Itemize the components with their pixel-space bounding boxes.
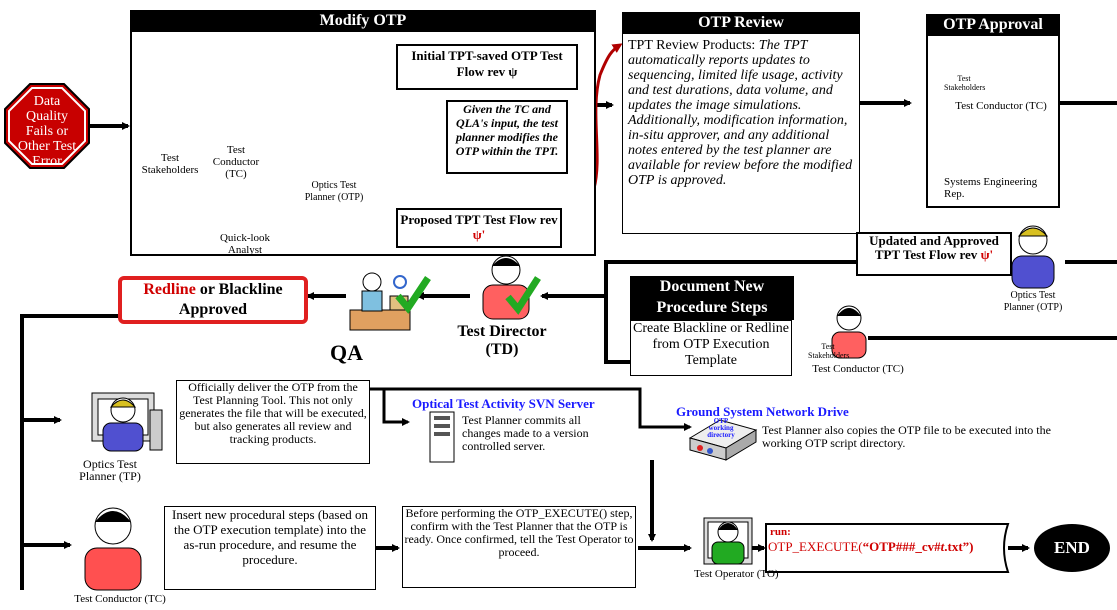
document-new-body: Create Blackline or Redline from OTP Exe… <box>630 320 792 376</box>
deliver-text: Officially deliver the OTP from the Test… <box>179 380 367 446</box>
qa-icon <box>349 272 431 331</box>
document-new-title: Document New Procedure Steps <box>630 276 794 320</box>
updated-approved-psi: ψ' <box>980 247 994 262</box>
redline-approved: Redline or Blackline Approved <box>118 276 308 324</box>
deliver-box: Officially deliver the OTP from the Test… <box>176 380 370 464</box>
updated-approved-text: Updated and Approved TPT Test Flow rev <box>869 233 999 262</box>
quick-look-label: Quick-look Analyst <box>219 232 271 256</box>
screenshot-note-text: Given the TC and QLA's input, the test p… <box>455 102 559 158</box>
insert-box: Insert new procedural steps (based on th… <box>164 506 376 590</box>
run-label: run: <box>770 526 791 538</box>
before-text: Before performing the OTP_EXECUTE() step… <box>404 506 634 559</box>
tp-planner-icon <box>91 392 163 452</box>
initial-callout-text: Initial TPT-saved OTP Test Flow rev ψ <box>411 48 563 79</box>
run-cmd-italic: t <box>940 539 945 554</box>
redline-word: Redline <box>143 281 196 298</box>
svn-text: Test Planner commits all changes made to… <box>462 413 589 453</box>
otp-review-body: TPT Review Products: The TPT automatical… <box>628 38 856 188</box>
proposed-text: Proposed TPT Test Flow rev <box>400 212 558 227</box>
before-box: Before performing the OTP_EXECUTE() step… <box>402 506 636 588</box>
otp-review-lead: TPT Review Products: <box>628 38 759 53</box>
modify-otp-title: Modify OTP <box>130 10 596 32</box>
test-operator-icon <box>703 517 753 565</box>
run-cmd-bold: “OTP###_cv# <box>862 539 941 554</box>
test-operator-label: Test Operator (TO) <box>694 568 779 580</box>
proposed-psi: ψ' <box>472 227 486 242</box>
run-banner <box>765 523 1010 573</box>
otp-approval-panel <box>926 14 1060 208</box>
network-title: Ground System Network Drive <box>676 404 849 419</box>
initial-callout: Initial TPT-saved OTP Test Flow rev ψ <box>396 44 578 90</box>
network-text: Test Planner also copies the OTP file to… <box>762 423 1051 450</box>
end-label: END <box>1054 538 1090 557</box>
proposed-callout: Proposed TPT Test Flow rev ψ' <box>396 208 562 248</box>
otp-review-text: The TPT automatically reports updates to… <box>628 38 853 188</box>
test-director-icon <box>482 255 541 320</box>
stop-sign-text: Data Quality Fails or Other Test Error <box>17 94 77 169</box>
document-conductor-label: Test Conductor (TC) <box>812 363 904 375</box>
end-oval <box>1034 524 1110 572</box>
drive-label: OTP working directory <box>707 417 735 439</box>
bottom-conductor-label: Test Conductor (TC) <box>74 593 166 605</box>
approval-conductor-label: Test Conductor (TC) <box>955 100 1047 112</box>
qa-label: QA <box>330 340 363 365</box>
updated-approved-callout: Updated and Approved TPT Test Flow rev ψ… <box>856 232 1012 276</box>
run-cmd-pre: OTP_EXECUTE( <box>768 539 863 554</box>
tp-planner-label: Optics Test Planner (TP) <box>79 457 141 483</box>
screenshot-note: Given the TC and QLA's input, the test p… <box>446 100 568 174</box>
svn-server-icon <box>429 411 455 463</box>
approval-stakeholders-label: Test Stakeholders <box>944 74 986 92</box>
svn-title: Optical Test Activity SVN Server <box>412 396 595 411</box>
updated-planner-icon <box>1011 225 1055 289</box>
stop-sign-icon <box>4 83 90 169</box>
approval-systems-label: Systems Engineering Rep. <box>944 176 1038 200</box>
bottom-conductor-icon <box>84 507 142 591</box>
otp-review-title: OTP Review <box>622 12 860 34</box>
run-cmd-post: .txt”) <box>944 539 974 554</box>
insert-text: Insert new procedural steps (based on th… <box>171 507 368 567</box>
redline-rest: or Blackline Approved <box>178 281 283 318</box>
document-stakeholder-icon <box>831 305 867 359</box>
stakeholders-label: Test Stakeholders <box>141 152 199 176</box>
network-drive-icon <box>688 419 758 461</box>
updated-planner-label: Optics Test Planner (OTP) <box>1003 290 1063 313</box>
otp-planner-label: Optics Test Planner (OTP) <box>304 180 364 203</box>
document-stakeholders-label: Test Stakeholders <box>808 342 850 360</box>
otp-approval-title: OTP Approval <box>926 14 1060 36</box>
test-conductor-label: Test Conductor (TC) <box>212 144 260 180</box>
document-new-text: Create Blackline or Redline from OTP Exe… <box>633 321 789 368</box>
otp-review-panel <box>622 12 860 234</box>
test-director-label: Test Director (TD) <box>457 323 547 358</box>
run-command: OTP_EXECUTE(“OTP###_cv#t.txt”) <box>768 539 973 555</box>
